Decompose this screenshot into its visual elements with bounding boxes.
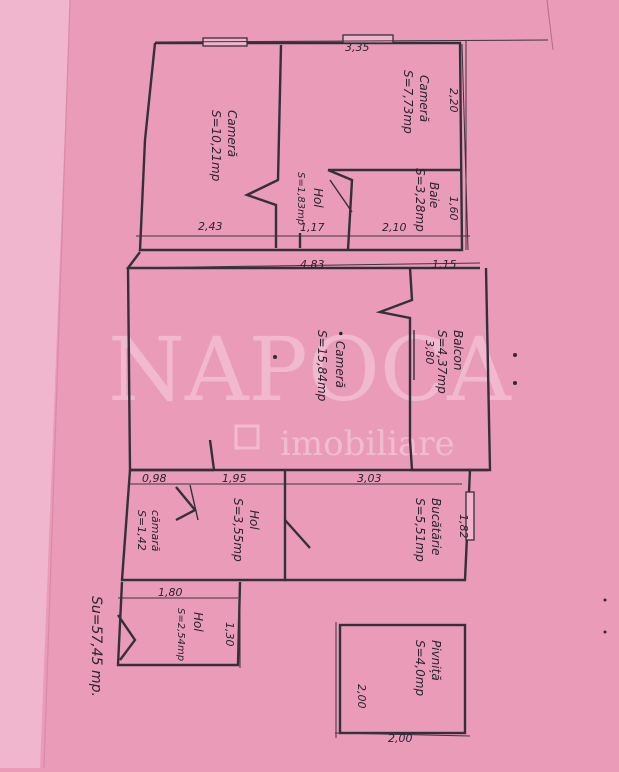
room-camera-mare-name: • Cameră (333, 330, 347, 388)
total-area: Su=57,45 mp. (88, 596, 104, 697)
dim-1-60: 1,60 (447, 196, 460, 221)
dim-2-00-horizontal: 2,00 (388, 732, 413, 745)
watermark-subtitle: imobiliare (280, 424, 455, 464)
dim-3-03: 3,03 (357, 472, 382, 485)
dim-4-83: 4,83 (300, 258, 325, 271)
room-pivnita-area: S=4,0mp (413, 640, 427, 696)
paper-mark (546, 0, 554, 51)
room-hol-bottom-area: S=2,54mp (175, 608, 186, 661)
ink-dot (603, 598, 607, 602)
ink-dot (603, 630, 607, 634)
paper-edge (0, 0, 70, 768)
room-camera-mare-area: S=15,84mp (315, 330, 329, 402)
dim-2-00-vertical: 2,00 (355, 684, 368, 709)
dim-1-80: 1,80 (158, 586, 183, 599)
room-baie-name: Baie (427, 182, 441, 208)
room-bucatarie-name: Bucătărie (429, 498, 443, 556)
pivnita-walls (334, 622, 471, 738)
upper-dimension-lines (125, 39, 549, 269)
room-camara-area: S=1,42 (135, 510, 148, 551)
room-camera-left-name: Cameră (225, 110, 239, 157)
room-balcon-area: S=4,37mp (435, 330, 449, 394)
watermark-name: NAPOCA (108, 318, 512, 421)
dim-2-10: 2,10 (382, 221, 407, 234)
room-hol-bottom-name: Hol (191, 612, 205, 632)
room-hol-mid-area: S=3,55mp (231, 498, 245, 562)
room-camera-right-name: Cameră (417, 75, 431, 122)
room-hol-mid-name: Hol (247, 510, 261, 530)
dim-3-80: 3,80 (423, 340, 436, 365)
dim-3-35: 3,35 (345, 41, 370, 54)
lower-walls (116, 469, 475, 668)
paper-fold (43, 0, 71, 769)
ink-dot (273, 355, 277, 359)
room-hol-top-name: Hol (311, 188, 325, 208)
dim-1-17: 1,17 (300, 221, 325, 234)
room-balcon-name: Balcon (451, 330, 465, 370)
room-camera-left-area: S=10,21mp (209, 110, 223, 182)
ink-dot (513, 353, 517, 357)
room-camara-name: cămară (149, 510, 162, 552)
dim-1-15: 1,15 (432, 258, 457, 271)
room-camera-right-area: S=7,73mp (401, 70, 415, 134)
dim-1-30: 1,30 (223, 622, 236, 647)
dim-2-43: 2,43 (198, 220, 223, 233)
room-baie-area: S=3,28mp (413, 168, 427, 232)
room-bucatarie-area: S=5,51mp (413, 498, 427, 562)
ink-dot (513, 381, 517, 385)
dim-1-82: 1,82 (457, 514, 470, 539)
watermark-logo-icon (234, 424, 260, 450)
dim-2-20: 2,20 (447, 88, 460, 113)
dim-0-98: 0,98 (142, 472, 167, 485)
room-hol-top-area: S=1,83mp (295, 172, 306, 225)
dim-1-95: 1,95 (222, 472, 247, 485)
room-pivnita-name: Pivniță (429, 640, 443, 681)
